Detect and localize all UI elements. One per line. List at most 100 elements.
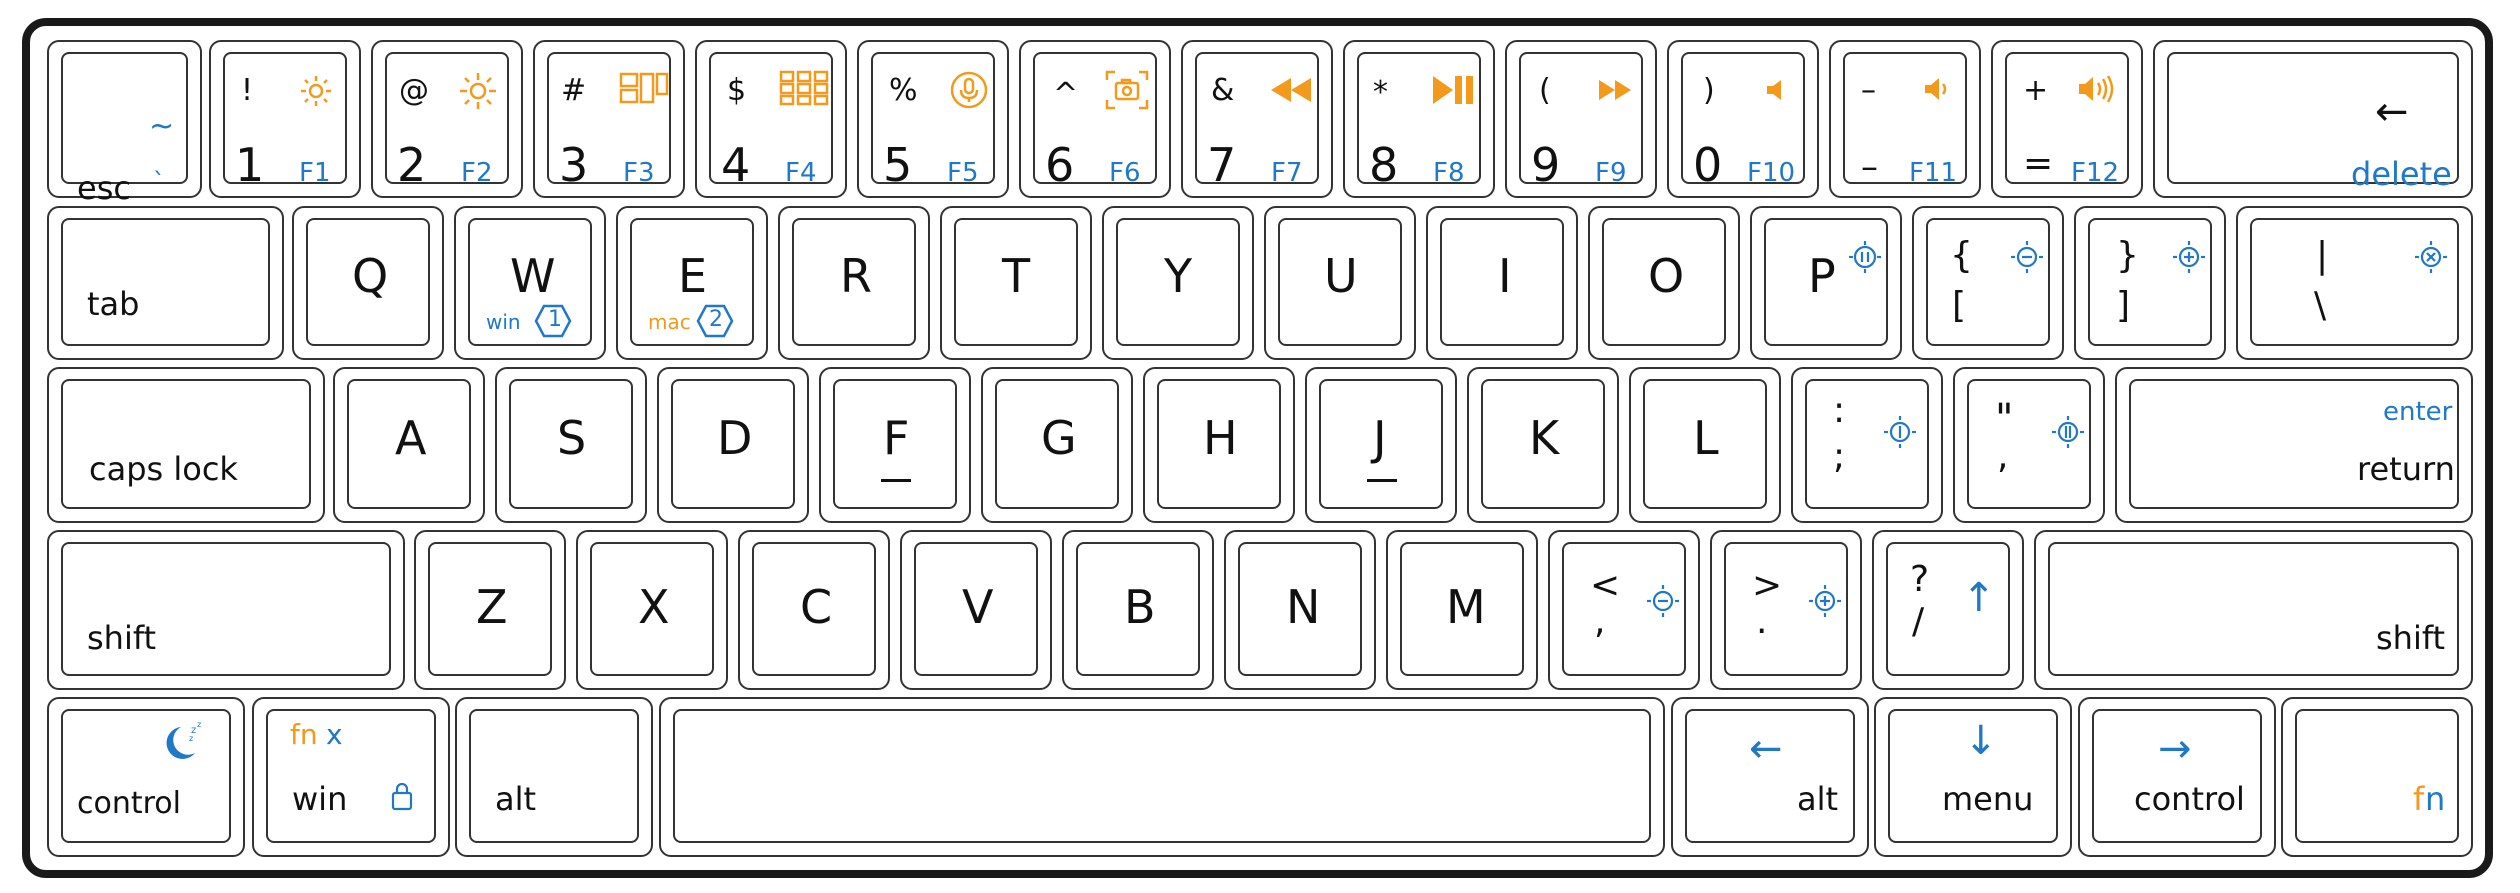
- key-6[interactable]: ^ 6 F6: [1019, 40, 1171, 198]
- light-mode-icon: [1883, 415, 1917, 453]
- key-5-bottom: 5: [883, 138, 913, 192]
- key-right-alt[interactable]: ← alt: [1671, 697, 1869, 857]
- key-delete[interactable]: ← delete: [2153, 40, 2473, 198]
- key-5-top: %: [889, 73, 918, 108]
- key-f[interactable]: F: [819, 367, 971, 523]
- key-right-control[interactable]: → control: [2078, 697, 2276, 857]
- key-v[interactable]: V: [900, 530, 1052, 690]
- f1-label: F1: [299, 158, 331, 188]
- key-b[interactable]: B: [1062, 530, 1214, 690]
- key-period[interactable]: > .: [1710, 530, 1862, 690]
- svg-text:z: z: [197, 720, 201, 729]
- key-c[interactable]: C: [738, 530, 890, 690]
- key-right-shift[interactable]: shift: [2034, 530, 2473, 690]
- key-0-top: ): [1703, 73, 1715, 108]
- key-p[interactable]: P: [1750, 206, 1902, 360]
- o-label: O: [1648, 249, 1685, 303]
- comma-label: ,: [1594, 601, 1606, 642]
- key-1-bottom: 1: [235, 138, 265, 192]
- h-label: H: [1203, 411, 1238, 465]
- key-minus-bottom: –: [1861, 147, 1878, 187]
- fast-forward-icon: [1597, 78, 1633, 106]
- key-4-top: $: [727, 73, 747, 108]
- key-3[interactable]: # 3 F3: [533, 40, 685, 198]
- key-x[interactable]: X: [576, 530, 728, 690]
- key-5[interactable]: % 5 F5: [857, 40, 1009, 198]
- f6-label: F6: [1109, 158, 1141, 188]
- key-tab[interactable]: tab: [47, 206, 284, 360]
- key-u[interactable]: U: [1264, 206, 1416, 360]
- key-0[interactable]: ) 0 F10: [1667, 40, 1819, 198]
- key-1[interactable]: ! 1 F1: [209, 40, 361, 198]
- r-label: R: [840, 249, 872, 303]
- key-j[interactable]: J: [1305, 367, 1457, 523]
- key-9[interactable]: ( 9 F9: [1505, 40, 1657, 198]
- key-rbrace[interactable]: } ]: [2074, 206, 2226, 360]
- key-q[interactable]: Q: [292, 206, 444, 360]
- key-left-alt[interactable]: alt: [455, 697, 653, 857]
- key-r[interactable]: R: [778, 206, 930, 360]
- key-esc[interactable]: ~ ` esc: [47, 40, 202, 204]
- semicolon-label: ;: [1833, 436, 1846, 477]
- screenshot-icon: [1105, 70, 1149, 114]
- light-brightness-up-icon: [2172, 240, 2206, 278]
- key-l[interactable]: L: [1629, 367, 1781, 523]
- key-comma[interactable]: < ,: [1548, 530, 1700, 690]
- key-3-top: #: [561, 73, 587, 108]
- lbrace-bottom: [: [1952, 285, 1967, 326]
- key-d[interactable]: D: [657, 367, 809, 523]
- key-caps-lock[interactable]: caps lock: [47, 367, 325, 523]
- key-7[interactable]: & 7 F7: [1181, 40, 1333, 198]
- f5-label: F5: [947, 158, 979, 188]
- doublequote-label: ": [1995, 396, 2014, 442]
- key-left-shift[interactable]: shift: [47, 530, 405, 690]
- key-m[interactable]: M: [1386, 530, 1538, 690]
- light-brightness-down-icon: [2010, 240, 2044, 278]
- d-label: D: [717, 411, 753, 465]
- esc-label: esc: [77, 169, 131, 207]
- menu-label: menu: [1942, 780, 2034, 818]
- key-semicolon[interactable]: : ;: [1791, 367, 1943, 523]
- tab-label: tab: [87, 285, 140, 323]
- key-space[interactable]: [659, 697, 1665, 857]
- key-fn[interactable]: f n: [2281, 697, 2473, 857]
- key-z[interactable]: Z: [414, 530, 566, 690]
- key-e[interactable]: E mac 2: [616, 206, 768, 360]
- key-9-bottom: 9: [1531, 138, 1561, 192]
- key-o[interactable]: O: [1588, 206, 1740, 360]
- quote-label: ,: [1997, 436, 2009, 477]
- key-4[interactable]: $ 4 F4: [695, 40, 847, 198]
- key-h[interactable]: H: [1143, 367, 1295, 523]
- g-label: G: [1041, 411, 1077, 465]
- key-win[interactable]: fn x win: [252, 697, 450, 857]
- key-y[interactable]: Y: [1102, 206, 1254, 360]
- arrow-left-icon: ←: [1749, 726, 1783, 772]
- key-return[interactable]: enter return: [2115, 367, 2473, 523]
- key-k[interactable]: K: [1467, 367, 1619, 523]
- key-i[interactable]: I: [1426, 206, 1578, 360]
- win-profile-label: win: [486, 310, 521, 334]
- key-w[interactable]: W win 1: [454, 206, 606, 360]
- key-minus[interactable]: – – F11: [1829, 40, 1981, 198]
- fn-lock-f-label: fn: [290, 718, 318, 751]
- key-minus-top: –: [1861, 73, 1876, 108]
- key-equals[interactable]: + = F12: [1991, 40, 2143, 198]
- key-t[interactable]: T: [940, 206, 1092, 360]
- key-quote[interactable]: " ,: [1953, 367, 2105, 523]
- play-pause-icon: [1431, 74, 1475, 110]
- key-slash[interactable]: ? / ↑: [1872, 530, 2024, 690]
- key-pipe[interactable]: | \: [2236, 206, 2473, 360]
- a-label: A: [395, 411, 427, 465]
- key-menu[interactable]: ↓ menu: [1874, 697, 2072, 857]
- p-label: P: [1808, 249, 1836, 303]
- key-a[interactable]: A: [333, 367, 485, 523]
- key-n[interactable]: N: [1224, 530, 1376, 690]
- f7-label: F7: [1271, 158, 1303, 188]
- key-s[interactable]: S: [495, 367, 647, 523]
- key-2[interactable]: @ 2 F2: [371, 40, 523, 198]
- key-g[interactable]: G: [981, 367, 1133, 523]
- brightness-up-icon: [459, 72, 497, 114]
- key-lbrace[interactable]: { [: [1912, 206, 2064, 360]
- key-8[interactable]: * 8 F8: [1343, 40, 1495, 198]
